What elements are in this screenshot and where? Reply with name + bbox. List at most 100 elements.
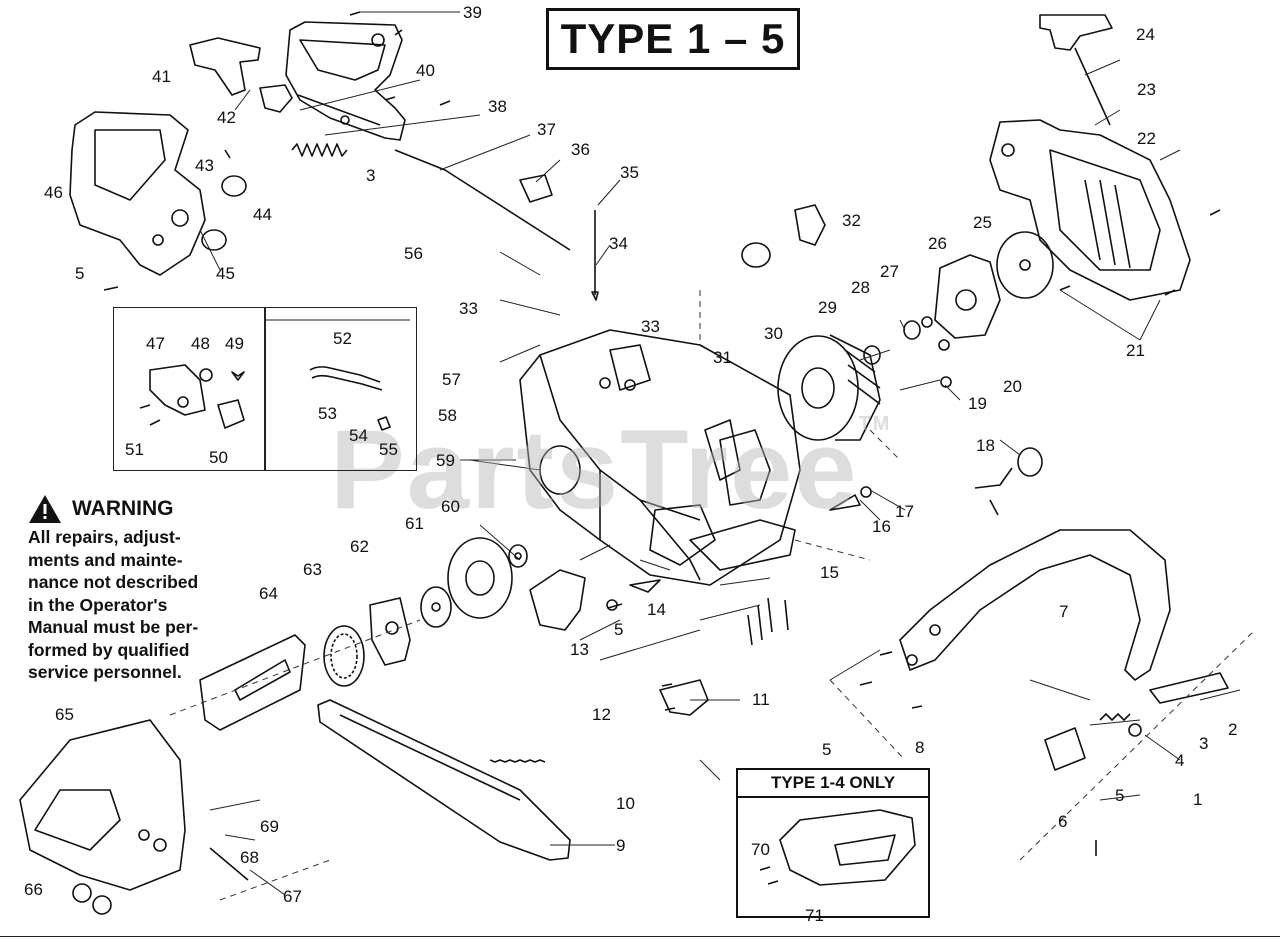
part-label: 5: [822, 740, 832, 759]
part-label: 33: [459, 299, 478, 318]
part-label: 3: [1199, 734, 1209, 753]
part-label: 4: [1175, 751, 1185, 770]
springs-drawing: [201, 143, 348, 251]
starter-housing-drawing: [989, 119, 1191, 301]
part-label: 14: [647, 600, 666, 619]
oil-pump-drawing: [529, 569, 709, 716]
part-label: 49: [225, 334, 244, 353]
part-label: 62: [350, 537, 369, 556]
starter-handle-drawing: [1039, 14, 1113, 126]
part-label: 67: [283, 887, 302, 906]
warning-heading: WARNING: [72, 496, 174, 520]
warning-notice: WARNING All repairs, adjust- ments and m…: [28, 494, 238, 684]
throttle-rod-drawing: [394, 149, 599, 301]
part-label: 8: [915, 738, 925, 757]
part-label: 59: [436, 451, 455, 470]
part-label: 1: [1193, 790, 1203, 809]
part-label: 11: [752, 690, 770, 709]
part-label: 58: [438, 406, 457, 425]
leader-lines: [199, 11, 1241, 896]
trigger-drawing: [189, 37, 293, 113]
part-label: 54: [349, 426, 368, 445]
part-label: 21: [1126, 341, 1145, 360]
part-label: 37: [537, 120, 556, 139]
warning-body: All repairs, adjust- ments and mainte- n…: [28, 527, 199, 682]
part-label: 15: [820, 563, 839, 582]
part-label: 27: [880, 262, 899, 281]
part-label: 60: [441, 497, 460, 516]
part-label: 26: [928, 234, 947, 253]
part-label: 41: [152, 67, 171, 86]
part-label: 28: [851, 278, 870, 297]
part-label: 52: [333, 329, 352, 348]
part-label: 35: [620, 163, 639, 182]
part-label: 69: [260, 817, 279, 836]
bar-plate-drawing: [199, 634, 306, 731]
part-label: 64: [259, 584, 278, 603]
part-label: 29: [818, 298, 837, 317]
part-label: 65: [55, 705, 74, 724]
part-label: 33: [641, 317, 660, 336]
type14-handle-drawing: [779, 809, 916, 886]
sprocket-cover-drawing: [19, 719, 186, 915]
part-label: 71: [805, 906, 824, 925]
part-label: 55: [379, 440, 398, 459]
starter-pulley-drawing: [934, 231, 1054, 339]
part-label: 16: [872, 517, 891, 536]
part-label: 48: [191, 334, 210, 353]
part-label: 66: [24, 880, 43, 899]
part-label: 12: [592, 705, 611, 724]
part-label: 10: [616, 794, 635, 813]
part-label: 53: [318, 404, 337, 423]
part-label: 70: [751, 840, 770, 859]
type-title: TYPE 1 – 5: [560, 15, 786, 62]
part-label: 17: [895, 502, 914, 521]
inset-divider: [264, 307, 266, 471]
type14-inset: TYPE 1-4 ONLY: [736, 768, 930, 918]
part-label: 38: [488, 97, 507, 116]
part-label: 56: [404, 244, 423, 263]
part-label: 18: [976, 436, 995, 455]
part-label: 20: [1003, 377, 1022, 396]
part-label: 39: [463, 3, 482, 22]
part-label: 31: [713, 348, 732, 367]
part-label: 6: [1058, 812, 1068, 831]
front-handle-drawing: [285, 21, 406, 141]
part-label: 34: [609, 234, 628, 253]
dashed-guides: [169, 290, 1256, 901]
part-label: 57: [442, 370, 461, 389]
small-starter-parts: [741, 204, 952, 388]
part-label: 42: [217, 108, 236, 127]
warning-triangle-icon: [29, 495, 61, 523]
small-fasteners: [103, 11, 1221, 885]
part-label: 2: [1228, 720, 1238, 739]
part-label: 19: [968, 394, 987, 413]
warning-header: WARNING: [28, 494, 238, 524]
part-label: 36: [571, 140, 590, 159]
part-label: 46: [44, 183, 63, 202]
part-label: 43: [195, 156, 214, 175]
bottom-rule: [0, 936, 1280, 945]
part-label: 61: [405, 514, 424, 533]
clutch-drawings: [323, 537, 528, 687]
part-label: 5: [75, 264, 85, 283]
part-label: 51: [125, 440, 144, 459]
part-label: 47: [146, 334, 165, 353]
watermark-text: PartsTree: [330, 407, 859, 532]
part-label: 7: [1059, 602, 1069, 621]
crankcase-drawing: [519, 329, 801, 586]
part-label: 9: [616, 836, 626, 855]
type14-label: TYPE 1-4 ONLY: [738, 770, 928, 798]
part-label: 45: [216, 264, 235, 283]
part-label: 5: [614, 620, 624, 639]
part-label: 22: [1137, 129, 1156, 148]
part-label: 3: [366, 166, 376, 185]
part-label: 63: [303, 560, 322, 579]
part-label: 32: [842, 211, 861, 230]
rear-handle-drawing: [69, 111, 206, 276]
watermark-tm: TM: [858, 413, 892, 435]
part-label: 5: [1115, 786, 1125, 805]
part-label: 13: [570, 640, 589, 659]
part-label: 23: [1137, 80, 1156, 99]
part-label: 40: [416, 61, 435, 80]
